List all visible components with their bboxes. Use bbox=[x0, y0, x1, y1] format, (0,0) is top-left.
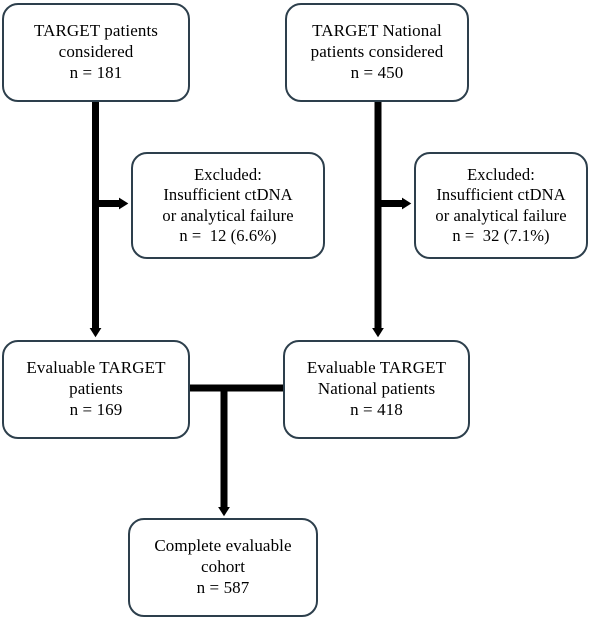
node-line: TARGET National bbox=[312, 21, 442, 41]
node-excluded-national: Excluded: Insufficient ctDNA or analytic… bbox=[414, 152, 588, 259]
node-line: or analytical failure bbox=[435, 205, 567, 225]
node-count: n = 450 bbox=[350, 62, 404, 82]
node-excluded-target: Excluded: Insufficient ctDNA or analytic… bbox=[131, 152, 325, 259]
node-count: n = 181 bbox=[69, 62, 123, 82]
node-line: TARGET patients bbox=[33, 21, 158, 41]
node-count: n = 12 (6.6%) bbox=[179, 225, 277, 245]
node-line: or analytical failure bbox=[162, 205, 294, 225]
node-count: n = 418 bbox=[350, 399, 403, 419]
node-count: n = 169 bbox=[69, 399, 123, 419]
node-evaluable-target-patients: Evaluable TARGET patients n = 169 bbox=[2, 340, 190, 439]
node-count: n = 32 (7.1%) bbox=[452, 225, 550, 245]
node-target-patients-considered: TARGET patients considered n = 181 bbox=[2, 3, 190, 102]
node-line: Evaluable TARGET bbox=[26, 358, 166, 378]
node-line: Evaluable TARGET bbox=[306, 358, 447, 378]
node-line: Complete evaluable bbox=[154, 536, 292, 556]
node-line: cohort bbox=[200, 557, 246, 577]
node-line: Insufficient ctDNA bbox=[436, 185, 566, 205]
node-line: Excluded: bbox=[194, 165, 262, 185]
node-count: n = 587 bbox=[196, 577, 250, 597]
node-line: Insufficient ctDNA bbox=[163, 185, 293, 205]
node-line: patients considered bbox=[310, 42, 444, 62]
node-line: Excluded: bbox=[467, 165, 535, 185]
node-complete-evaluable-cohort: Complete evaluable cohort n = 587 bbox=[128, 518, 318, 617]
node-line: considered bbox=[58, 42, 134, 62]
node-evaluable-target-national-patients: Evaluable TARGET National patients n = 4… bbox=[283, 340, 470, 439]
node-target-national-patients-considered: TARGET National patients considered n = … bbox=[285, 3, 469, 102]
node-line: patients bbox=[69, 379, 123, 399]
node-line: National patients bbox=[317, 379, 436, 399]
